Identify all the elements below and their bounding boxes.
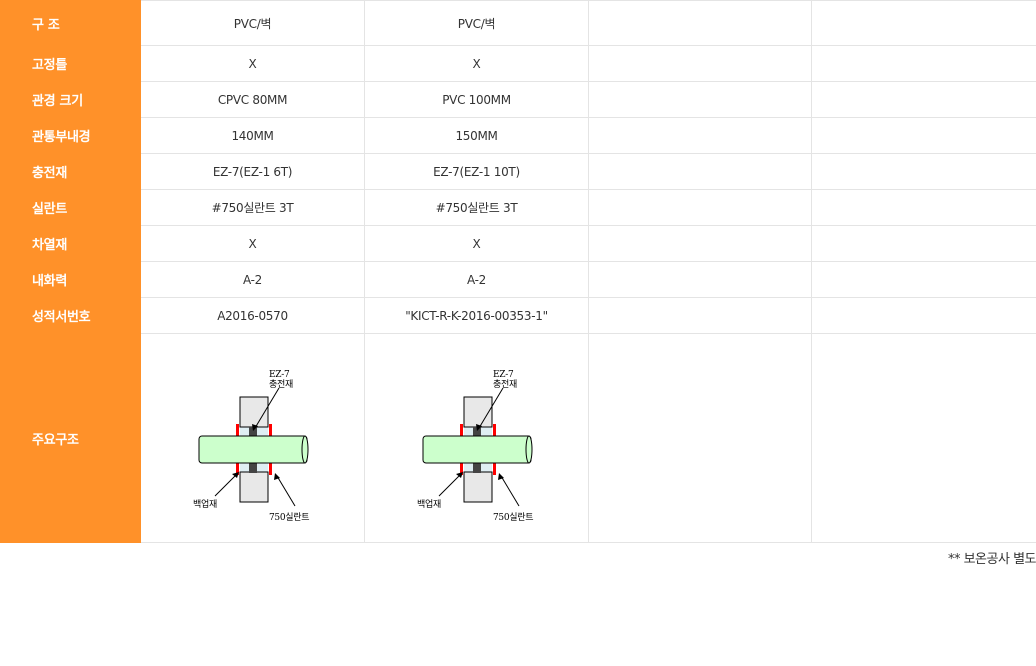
cell-empty	[588, 81, 812, 118]
table-row: 차열재 X X	[0, 225, 1036, 262]
cell-product-1: PVC/벽	[140, 0, 365, 46]
cell-diagram-2: EZ-7 충전재 백업재 750실란트	[364, 333, 589, 543]
sealant	[460, 424, 463, 436]
sealant-label: 750실란트	[493, 511, 533, 523]
cell-empty	[811, 297, 1036, 334]
penetration-diagram: EZ-7 충전재 백업재 750실란트	[417, 370, 534, 523]
cell-empty	[588, 153, 812, 190]
table-row: 관경 크기 CPVC 80MM PVC 100MM	[0, 81, 1036, 118]
row-label: 주요구조	[0, 333, 141, 543]
cell-product-1: #750실란트 3T	[140, 189, 365, 226]
cell-product-1: X	[140, 225, 365, 262]
table-row: 관통부내경 140MM 150MM	[0, 117, 1036, 154]
wall-block-bottom	[239, 471, 269, 503]
filler	[249, 427, 257, 437]
table-row: 구 조 PVC/벽 PVC/벽	[0, 0, 1036, 46]
cell-empty	[811, 153, 1036, 190]
cell-empty	[811, 81, 1036, 118]
filler	[473, 427, 481, 437]
table-row: 내화력 A-2 A-2	[0, 261, 1036, 298]
cell-empty	[811, 333, 1036, 543]
cell-empty	[588, 0, 812, 46]
filler-name: EZ-7	[269, 370, 290, 380]
spec-table: 구 조 PVC/벽 PVC/벽 고정틀 X X 관경 크기 CPVC 80MM …	[0, 0, 1036, 543]
wall-block-top	[239, 396, 269, 428]
cell-empty	[811, 225, 1036, 262]
cell-product-2: X	[364, 225, 589, 262]
cell-product-1: X	[140, 45, 365, 82]
row-label: 관통부내경	[0, 117, 141, 154]
wall-block-bottom	[463, 471, 493, 503]
table-row: 실란트 #750실란트 3T #750실란트 3T	[0, 189, 1036, 226]
cell-empty	[588, 225, 812, 262]
cell-product-2: 150MM	[364, 117, 589, 154]
cell-product-1: A-2	[140, 261, 365, 298]
cell-product-2: #750실란트 3T	[364, 189, 589, 226]
penetration-diagram: EZ-7 충전재 백업재 750실란트	[193, 370, 310, 523]
cell-product-2: PVC/벽	[364, 0, 589, 46]
row-label: 실란트	[0, 189, 141, 226]
filler-label: 충전재	[493, 379, 517, 390]
cell-product-1: CPVC 80MM	[140, 81, 365, 118]
cell-product-1: A2016-0570	[140, 297, 365, 334]
cell-product-1: EZ-7(EZ-1 6T)	[140, 153, 365, 190]
cell-product-2: A-2	[364, 261, 589, 298]
cell-empty	[588, 261, 812, 298]
row-label: 충전재	[0, 153, 141, 190]
sealant	[236, 424, 239, 436]
cell-empty	[588, 297, 812, 334]
pipe	[422, 435, 532, 464]
cell-empty	[588, 117, 812, 154]
table-row: 성적서번호 A2016-0570 "KICT-R-K-2016-00353-1"	[0, 297, 1036, 334]
cell-empty	[588, 45, 812, 82]
cell-empty	[811, 117, 1036, 154]
table-row: 충전재 EZ-7(EZ-1 6T) EZ-7(EZ-1 10T)	[0, 153, 1036, 190]
cell-product-1: 140MM	[140, 117, 365, 154]
row-label: 내화력	[0, 261, 141, 298]
row-label: 관경 크기	[0, 81, 141, 118]
cell-empty	[588, 189, 812, 226]
cell-empty	[811, 45, 1036, 82]
backup-label: 백업재	[193, 499, 217, 510]
sealant-label: 750실란트	[269, 511, 309, 523]
row-label: 구 조	[0, 0, 141, 46]
cell-empty	[811, 261, 1036, 298]
cell-product-2: PVC 100MM	[364, 81, 589, 118]
cell-diagram-1: EZ-7 충전재 백업재 750실란트	[140, 333, 365, 543]
table-row-structure: 주요구조 EZ-7 충전재 백업재 750실란트 EZ-7 충전재 백업재 75…	[0, 333, 1036, 543]
row-label: 고정틀	[0, 45, 141, 82]
cell-product-2: X	[364, 45, 589, 82]
filler-name: EZ-7	[493, 370, 514, 380]
table-row: 고정틀 X X	[0, 45, 1036, 82]
cell-product-2: EZ-7(EZ-1 10T)	[364, 153, 589, 190]
row-label: 성적서번호	[0, 297, 141, 334]
backup-label: 백업재	[417, 499, 441, 510]
filler-label: 충전재	[269, 379, 293, 390]
insulation-note: ** 보온공사 별도	[947, 552, 1036, 567]
wall-block-top	[463, 396, 493, 428]
pipe	[198, 435, 308, 464]
row-label: 차열재	[0, 225, 141, 262]
cell-empty	[811, 189, 1036, 226]
cell-empty	[811, 0, 1036, 46]
cell-product-2: "KICT-R-K-2016-00353-1"	[364, 297, 589, 334]
cell-empty	[588, 333, 812, 543]
